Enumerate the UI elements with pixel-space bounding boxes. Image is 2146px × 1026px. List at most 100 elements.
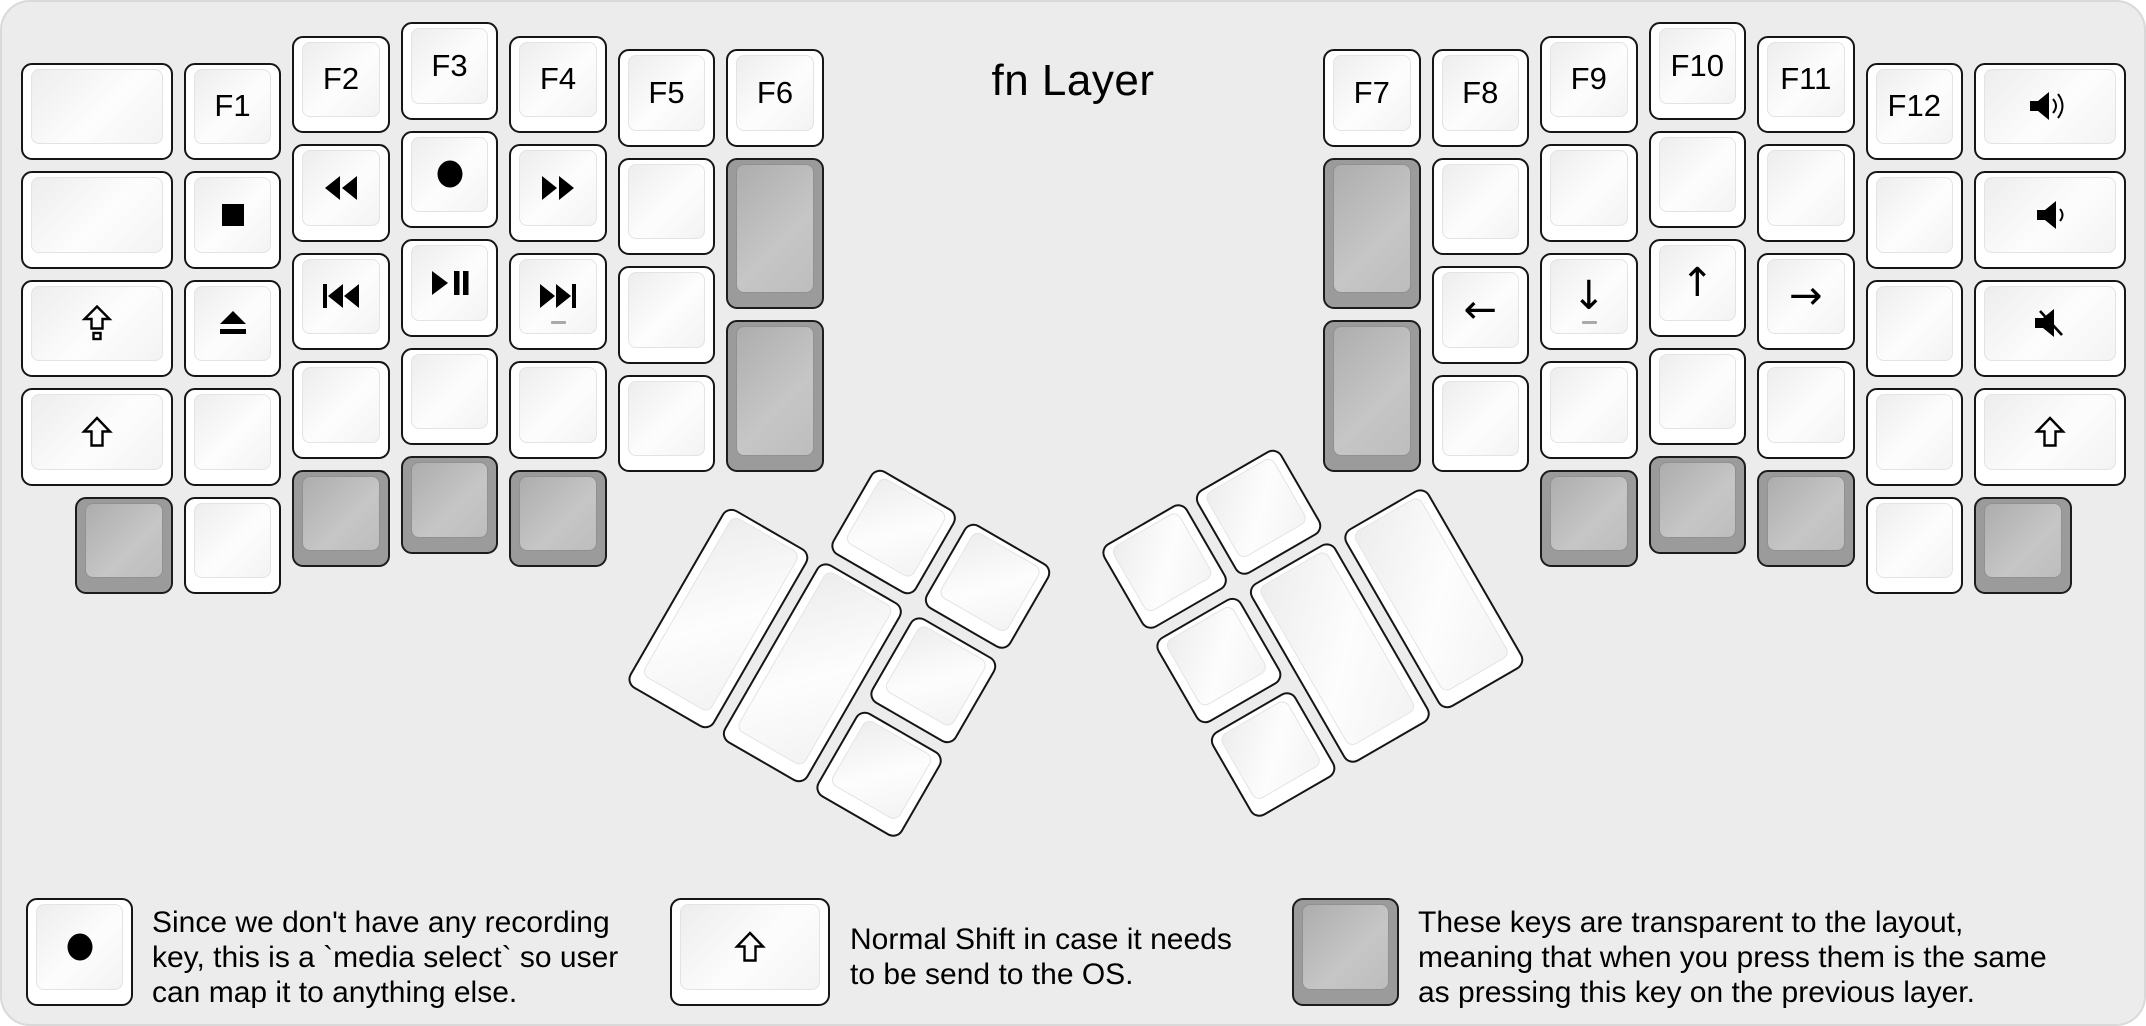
keycap-top	[31, 177, 163, 253]
key-transparent-r-inner-1[interactable]	[1323, 157, 1421, 310]
key-volume-down[interactable]	[1974, 171, 2126, 269]
keycap-top: F6	[736, 55, 814, 131]
key-blank-r-c13-r2[interactable]	[1431, 157, 1529, 256]
keycap-top	[302, 150, 380, 226]
key-eject[interactable]	[183, 279, 282, 378]
key-arrow-right[interactable]: →	[1757, 252, 1855, 351]
key-f2[interactable]: F2	[292, 35, 390, 134]
key-blank-r-c14-r2[interactable]	[1540, 144, 1638, 242]
keycap-top	[1441, 163, 1519, 240]
key-transparent-r-inner-2[interactable]	[1323, 320, 1421, 473]
keycap-top	[1550, 475, 1628, 552]
key-transparent-r-bottom-2[interactable]	[1648, 456, 1746, 554]
keycap-top	[680, 904, 820, 990]
key-blank-r-c15-r2[interactable]	[1648, 130, 1746, 228]
key-blank-l-c5-r3[interactable]	[617, 266, 716, 364]
key-f3[interactable]: F3	[400, 22, 499, 120]
key-blank-r-c15-r4[interactable]	[1648, 347, 1746, 445]
key-transparent-l-bottom-3[interactable]	[400, 456, 499, 554]
prev-track-icon	[321, 282, 361, 310]
keycap-top: F8	[1441, 55, 1519, 131]
key-arrow-left[interactable]: ←	[1431, 266, 1529, 364]
key-blank-r-c16-r4[interactable]	[1757, 361, 1855, 459]
key-f10[interactable]: F10	[1648, 22, 1746, 120]
keycap-top	[1658, 462, 1736, 538]
key-f12[interactable]: F12	[1865, 62, 1963, 161]
eject-icon	[217, 309, 249, 337]
keycap-top: →	[1767, 258, 1845, 335]
key-transparent-r-bottom-3[interactable]	[1757, 469, 1855, 568]
keycap-top	[519, 150, 597, 226]
key-shift-right[interactable]	[1974, 388, 2126, 486]
keycap-top	[1217, 698, 1323, 803]
key-prev-track[interactable]	[292, 252, 390, 351]
key-blank-l-c4-r4[interactable]	[509, 361, 607, 459]
key-blank-r-c16-r2[interactable]	[1757, 144, 1855, 242]
fast-forward-icon	[540, 174, 576, 202]
keycap-top: F1	[193, 68, 272, 145]
key-blank-r-c17-r2[interactable]	[1865, 171, 1963, 269]
key-fast-forward[interactable]	[509, 144, 607, 242]
keycap-top	[937, 529, 1043, 634]
keycap-top	[1875, 177, 1953, 253]
key-play-pause[interactable]	[400, 239, 499, 337]
keycap-top	[1302, 904, 1389, 990]
keycap-top	[31, 394, 163, 470]
keycap-top: F12	[1875, 68, 1953, 145]
key-blank-r-c17-r4[interactable]	[1865, 388, 1963, 486]
key-transparent-l-inner-1[interactable]	[726, 157, 824, 310]
legend-normal-shift-text: Normal Shift in case it needs to be send…	[850, 923, 1232, 991]
key-blank-r-c17-r3[interactable]	[1865, 279, 1963, 378]
key-transparent-l-bottom-2[interactable]	[292, 469, 390, 568]
key-volume-up[interactable]	[1974, 62, 2126, 161]
keycap-top: ↓	[1550, 258, 1628, 335]
keycap-top	[302, 367, 380, 443]
key-arrow-up[interactable]: ↑	[1648, 239, 1746, 337]
key-blank-l-outer-r2[interactable]	[21, 171, 173, 269]
key-blank-l-bottom[interactable]	[183, 496, 282, 595]
keycap-top	[1163, 604, 1268, 709]
mute-icon	[2031, 306, 2069, 340]
key-f8[interactable]: F8	[1431, 49, 1529, 147]
key-f7[interactable]: F7	[1323, 49, 1421, 147]
key-transparent-l-bottom-4[interactable]	[509, 469, 607, 568]
key-blank-r-c14-r4[interactable]	[1540, 361, 1638, 459]
homing-bar	[1581, 321, 1597, 325]
key-f6[interactable]: F6	[726, 49, 824, 147]
key-f11[interactable]: F11	[1757, 35, 1855, 134]
key-blank-l-c1-r4[interactable]	[183, 388, 282, 486]
key-arrow-down[interactable]: ↓	[1540, 252, 1638, 351]
key-rewind[interactable]	[292, 144, 390, 242]
keycap-top	[410, 353, 489, 429]
key-f1[interactable]: F1	[183, 62, 282, 161]
key-stop[interactable]	[183, 171, 282, 269]
key-transparent-r-bottom-4[interactable]	[1974, 496, 2072, 595]
key-blank-l-c5-r2[interactable]	[617, 157, 716, 256]
key-shift-left[interactable]	[21, 388, 173, 486]
key-f5[interactable]: F5	[617, 49, 716, 147]
keycap-top	[193, 394, 272, 470]
key-blank-r-c13-r4[interactable]	[1431, 374, 1529, 473]
key-f9[interactable]: F9	[1540, 35, 1638, 134]
key-blank-l-c3-r4[interactable]	[400, 347, 499, 445]
key-transparent-l-bottom-1[interactable]	[75, 496, 173, 595]
key-next-track[interactable]	[509, 252, 607, 351]
key-blank-l-c2-r4[interactable]	[292, 361, 390, 459]
key-transparent-r-bottom-1[interactable]	[1540, 469, 1638, 568]
keycap-top	[1550, 367, 1628, 443]
key-caps-lock[interactable]	[21, 279, 173, 378]
key-mute[interactable]	[1974, 279, 2126, 378]
keycap-top	[1333, 326, 1411, 457]
keycap-top	[1875, 285, 1953, 362]
key-blank-l-outer-r1[interactable]	[21, 62, 173, 161]
key-record[interactable]	[400, 130, 499, 228]
keycap-top: ←	[1441, 272, 1519, 348]
key-blank-l-c5-r4[interactable]	[617, 374, 716, 473]
layer-title: fn Layer	[991, 56, 1155, 105]
key-transparent-l-inner-2[interactable]	[726, 320, 824, 473]
key-f4[interactable]: F4	[509, 35, 607, 134]
keycap-top	[410, 245, 489, 321]
keycap-top	[1202, 455, 1308, 561]
key-blank-r-bottom[interactable]	[1865, 496, 1963, 595]
